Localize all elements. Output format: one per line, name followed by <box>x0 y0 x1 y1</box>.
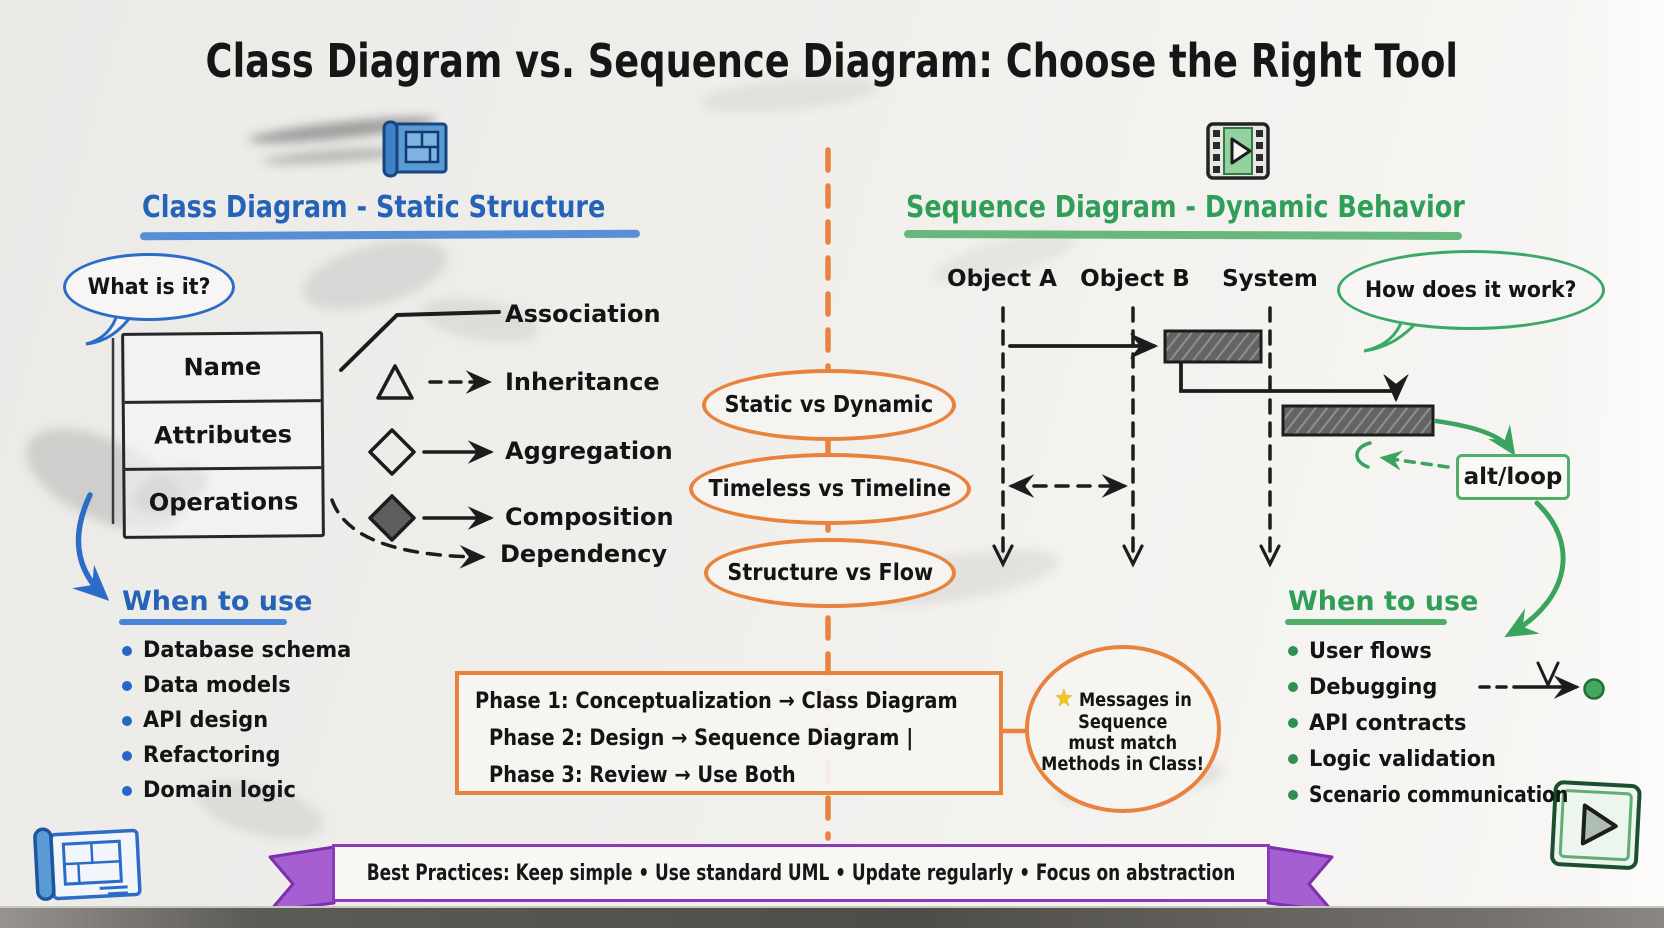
relationship-label-aggregation: Aggregation <box>505 437 673 465</box>
green-curl <box>1355 441 1372 469</box>
bullet-dot <box>1288 790 1298 800</box>
class-box: Name Attributes Operations <box>121 331 325 539</box>
bullet-dot <box>122 750 132 761</box>
aggregation-diamond <box>368 428 416 476</box>
blueprint-icon <box>382 120 448 178</box>
activation-bar-1 <box>1163 329 1263 364</box>
list-item: API design <box>122 703 362 738</box>
star-icon: ★ <box>1054 683 1074 712</box>
relationship-label-dependency: Dependency <box>500 540 668 568</box>
page-title: Class Diagram vs. Sequence Diagram: Choo… <box>205 34 1459 88</box>
relationship-label-association: Association <box>505 300 661 328</box>
green-flow-arrows <box>1355 418 1566 638</box>
list-item: Scenario communication <box>1288 777 1614 813</box>
lifeline-label-object-a: Object A <box>947 266 1057 292</box>
call-connector <box>1179 360 1409 403</box>
play-icon-bottom <box>1550 780 1642 870</box>
bullet-dot <box>122 645 132 656</box>
right-when-to-use-underline <box>1285 619 1447 625</box>
bullet-dot <box>122 785 132 796</box>
lifeline-label-object-b: Object B <box>1080 266 1190 292</box>
contrast-oval-structure-flow: Structure vs Flow <box>704 538 956 608</box>
class-box-attributes-row: Attributes <box>124 398 322 469</box>
list-item: Logic validation <box>1288 741 1614 777</box>
window-reflection <box>1555 0 1664 928</box>
blueprint-icon-bottom <box>33 827 142 901</box>
list-item: User flows <box>1288 633 1614 669</box>
list-item: Domain logic <box>122 773 362 808</box>
bullet-dot <box>1288 646 1298 656</box>
inheritance-triangle <box>376 364 414 400</box>
doodle-end-dot <box>1583 678 1605 700</box>
film-icon <box>1206 122 1270 180</box>
left-when-to-use-underline <box>119 619 287 625</box>
contrast-oval-static-dynamic: Static vs Dynamic <box>702 369 956 441</box>
what-bubble-tail <box>85 310 135 346</box>
right-when-to-use: When to use User flows Debugging API con… <box>1285 586 1614 813</box>
bullet-dot <box>122 680 132 691</box>
how-does-it-work-bubble: How does it work? <box>1337 250 1605 330</box>
bullet-dot <box>122 715 132 726</box>
note-line: Methods in Class! <box>1041 753 1205 775</box>
relationship-symbols <box>330 310 501 569</box>
alt-loop-fragment-label: alt/loop <box>1456 454 1570 500</box>
bullet-dot <box>1288 682 1298 692</box>
what-is-it-bubble: What is it? <box>63 253 235 321</box>
arrow-to-altloop <box>1433 418 1516 456</box>
association-line <box>339 310 501 372</box>
list-item: Database schema <box>122 633 362 668</box>
how-bubble-tail <box>1363 318 1419 353</box>
arrow-to-when-to-use <box>1504 500 1566 638</box>
note-line: Messages in <box>1078 689 1192 711</box>
phase-box: Phase 1: Conceptualization → Class Diagr… <box>455 671 1003 795</box>
note-line: Sequence <box>1078 711 1168 733</box>
activation-bar-2 <box>1281 404 1435 437</box>
blue-curved-arrow <box>72 492 110 601</box>
left-section-heading: Class Diagram - Static Structure <box>142 190 606 225</box>
altloop-return-dashed <box>1379 450 1450 471</box>
list-item: Refactoring <box>122 738 362 773</box>
class-box-operations-row: Operations <box>125 466 322 536</box>
contrast-oval-timeless-timeline: Timeless vs Timeline <box>689 453 971 525</box>
timeline-doodle <box>1478 661 1605 700</box>
activation-bars <box>1163 329 1435 437</box>
ribbon-folds <box>268 845 1334 913</box>
relationship-label-inheritance: Inheritance <box>505 368 660 396</box>
right-when-to-use-heading: When to use <box>1288 586 1479 617</box>
whiteboard-tray <box>0 906 1664 928</box>
left-when-to-use-heading: When to use <box>122 586 313 617</box>
list-item: API contracts <box>1288 705 1614 741</box>
phase-line-3: Phase 3: Review → Use Both <box>489 763 796 788</box>
composition-diamond <box>368 494 416 542</box>
sequence-lifelines <box>992 306 1281 568</box>
best-practices-banner: Best Practices: Keep simple • Use standa… <box>332 844 1270 902</box>
bullet-dot <box>1288 754 1298 764</box>
phase-line-1: Phase 1: Conceptualization → Class Diagr… <box>475 689 958 714</box>
sequence-messages <box>1008 333 1409 498</box>
list-item: Debugging <box>1288 669 1614 705</box>
list-item: Data models <box>122 668 362 703</box>
bullet-dot <box>1288 718 1298 728</box>
relationship-label-composition: Composition <box>505 503 674 531</box>
note-bubble: ★ Messages in Sequence must match Method… <box>1025 645 1221 813</box>
dependency-dashed-arrow <box>330 498 486 569</box>
lifeline-label-system: System <box>1222 266 1318 292</box>
note-line: must match <box>1068 732 1178 754</box>
class-box-name-row: Name <box>183 352 262 382</box>
left-when-to-use: When to use Database schema Data models … <box>119 586 362 808</box>
right-section-heading: Sequence Diagram - Dynamic Behavior <box>906 190 1465 225</box>
phase-line-2: Phase 2: Design → Sequence Diagram | <box>489 726 914 751</box>
